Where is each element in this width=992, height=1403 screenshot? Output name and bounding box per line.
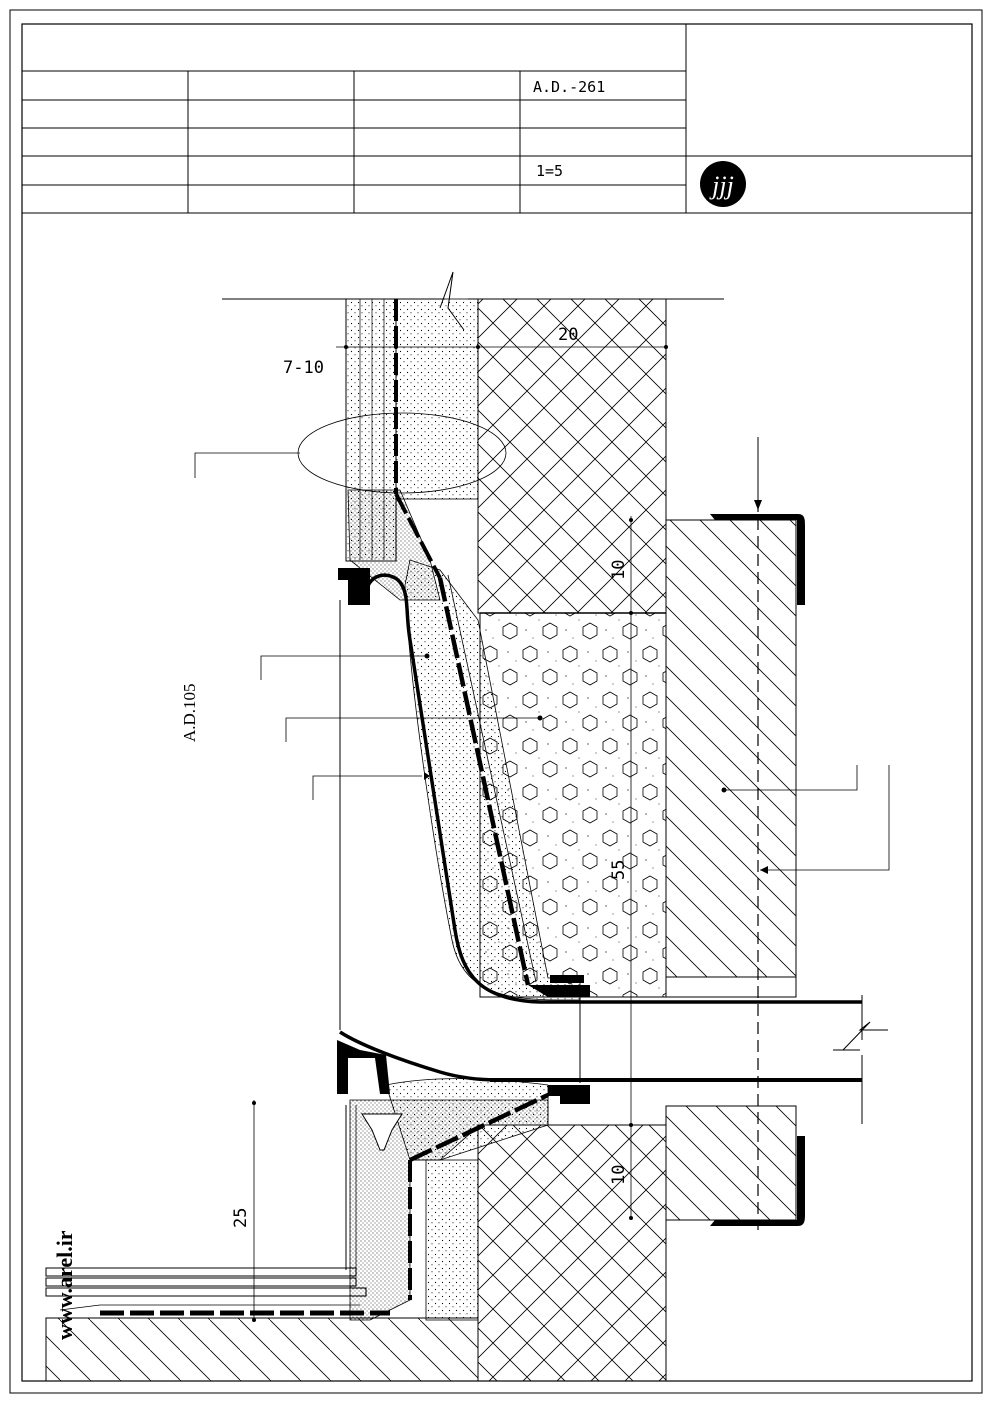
wall-mortar <box>395 298 479 500</box>
logo: jjj <box>700 161 746 207</box>
reference-label: A.D.105 <box>180 683 199 742</box>
drawing-number: A.D.-261 <box>533 78 605 96</box>
dim-drain-depth: 55 <box>609 860 629 880</box>
structure-slab <box>665 519 797 978</box>
dimension-lines <box>253 346 667 1322</box>
dim-joint-width: 7-10 <box>283 358 324 378</box>
dim-wall-thickness: 20 <box>558 325 578 345</box>
dim-lower-offset: 10 <box>609 1165 629 1185</box>
svg-text:jjj: jjj <box>709 171 734 200</box>
leader-lines <box>194 412 890 871</box>
title-block <box>22 24 972 214</box>
dim-upper-offset: 10 <box>609 560 629 580</box>
drawing-scale: 1=5 <box>536 162 563 180</box>
dim-floor-height: 25 <box>231 1208 251 1228</box>
website-label: www.arel.ir <box>52 1230 77 1340</box>
upper-concrete <box>477 298 667 614</box>
lower-concrete <box>477 1124 667 1382</box>
